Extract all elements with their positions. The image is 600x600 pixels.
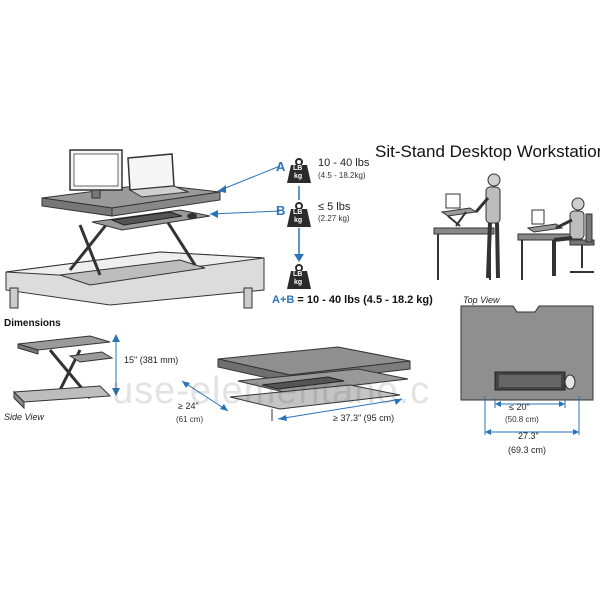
sit-stand-figures: [433, 173, 595, 280]
combined-weight: A+B = 10 - 40 lbs (4.5 - 18.2 kg): [272, 295, 433, 306]
label-b: B: [276, 203, 286, 218]
weight-icon-b-lb: LB: [293, 209, 303, 216]
side-view-illustration: [12, 334, 120, 410]
top-view-label: Top View: [463, 295, 500, 305]
top-view-illustration: [460, 305, 594, 435]
weight-icon-combined-lb: LB: [293, 271, 303, 278]
weight-a-range: 10 - 40 lbs: [318, 157, 370, 169]
label-a: A: [276, 159, 286, 174]
total-width-metric: (69.3 cm): [508, 445, 547, 455]
weight-icon-a-kg: kg: [294, 173, 303, 180]
main-workstation-illustration: [5, 149, 265, 309]
total-width-dimension: 27.3": [518, 431, 539, 441]
combined-weight-prefix: A+B: [272, 294, 295, 306]
weight-b-range: ≤ 5 lbs: [318, 201, 351, 213]
combined-weight-text: = 10 - 40 lbs (4.5 - 18.2 kg): [297, 294, 433, 306]
keyboard-width-metric: (50.8 cm): [505, 415, 539, 424]
weight-b-metric: (2.27 kg): [318, 214, 350, 223]
side-view-label: Side View: [4, 412, 44, 422]
weight-icon-combined-kg: kg: [294, 279, 303, 286]
weight-icon-a-lb: LB: [293, 165, 303, 172]
depth-dimension-metric: (61 cm): [176, 415, 204, 424]
keyboard-width-dimension: ≤ 20": [509, 402, 530, 412]
page-title: Sit-Stand Desktop Workstation: [375, 142, 600, 161]
weight-a-metric: (4.5 - 18.2kg): [318, 171, 366, 180]
weight-icon-a: [287, 158, 311, 183]
iso-view-illustration: [181, 346, 411, 421]
height-dimension: 15" (381 mm): [124, 355, 179, 365]
depth-dimension: ≥ 24": [178, 401, 199, 411]
weight-icon-b: [287, 202, 311, 227]
weight-icon-b-kg: kg: [294, 217, 303, 224]
dimensions-heading: Dimensions: [4, 318, 61, 329]
weight-icon-combined: [287, 264, 311, 289]
width-dimension: ≥ 37.3" (95 cm): [333, 413, 395, 423]
